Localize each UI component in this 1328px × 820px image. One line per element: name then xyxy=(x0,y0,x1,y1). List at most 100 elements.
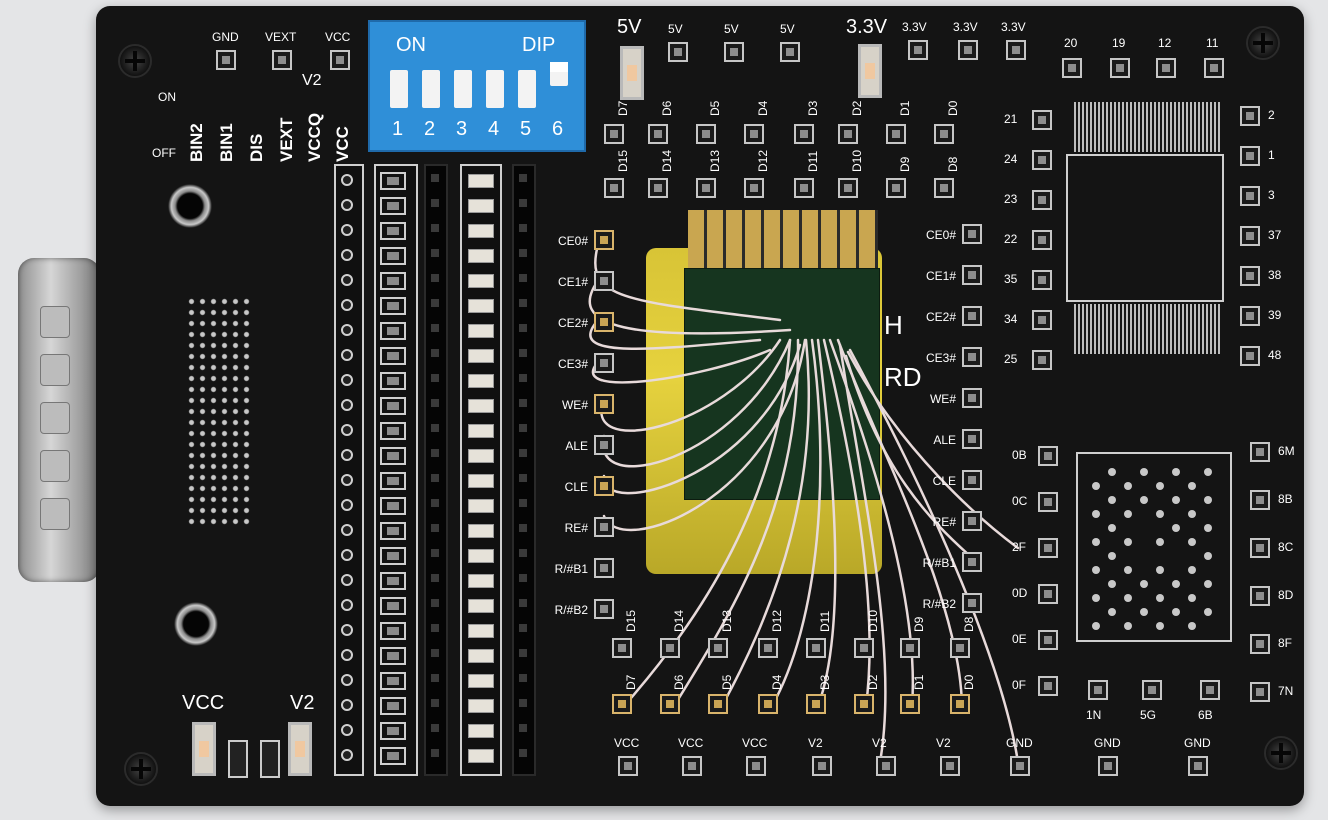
pad[interactable] xyxy=(594,558,614,578)
dip-toggle-6[interactable] xyxy=(550,62,568,86)
pad[interactable] xyxy=(594,435,614,455)
pad[interactable] xyxy=(594,517,614,537)
pad[interactable] xyxy=(908,40,928,60)
pad[interactable] xyxy=(806,694,826,714)
pad[interactable] xyxy=(854,638,874,658)
pad[interactable] xyxy=(612,638,632,658)
pad[interactable] xyxy=(1250,442,1270,462)
pad[interactable] xyxy=(1088,680,1108,700)
pad[interactable] xyxy=(758,694,778,714)
pad[interactable] xyxy=(594,271,614,291)
pad[interactable] xyxy=(1250,634,1270,654)
dip-toggle-5[interactable] xyxy=(518,70,536,108)
pad[interactable] xyxy=(1188,756,1208,776)
pad[interactable] xyxy=(604,124,624,144)
pad[interactable] xyxy=(696,178,716,198)
pad[interactable] xyxy=(962,265,982,285)
pad[interactable] xyxy=(1032,350,1052,370)
dip-toggle-3[interactable] xyxy=(454,70,472,108)
pad[interactable] xyxy=(594,230,614,250)
pad[interactable] xyxy=(1142,680,1162,700)
pad[interactable] xyxy=(1200,680,1220,700)
pad[interactable] xyxy=(1032,150,1052,170)
pad[interactable] xyxy=(660,694,680,714)
pad[interactable] xyxy=(1098,756,1118,776)
pad[interactable] xyxy=(594,476,614,496)
pad[interactable] xyxy=(1240,266,1260,286)
pad[interactable] xyxy=(962,388,982,408)
pad[interactable] xyxy=(612,694,632,714)
pad[interactable] xyxy=(1010,756,1030,776)
pad[interactable] xyxy=(962,511,982,531)
pad[interactable] xyxy=(962,429,982,449)
pad[interactable] xyxy=(1032,270,1052,290)
pad[interactable] xyxy=(1240,186,1260,206)
pad[interactable] xyxy=(682,756,702,776)
pad[interactable] xyxy=(900,638,920,658)
pad[interactable] xyxy=(1032,230,1052,250)
pad[interactable] xyxy=(1240,306,1260,326)
pad[interactable] xyxy=(594,599,614,619)
pad[interactable] xyxy=(744,124,764,144)
pad[interactable] xyxy=(1038,446,1058,466)
dip-toggle-2[interactable] xyxy=(422,70,440,108)
pad[interactable] xyxy=(696,124,716,144)
pad[interactable] xyxy=(744,178,764,198)
pad[interactable] xyxy=(1204,58,1224,78)
pad[interactable] xyxy=(950,638,970,658)
pad[interactable] xyxy=(1240,226,1260,246)
pad[interactable] xyxy=(934,178,954,198)
pad[interactable] xyxy=(962,593,982,613)
pad[interactable] xyxy=(1032,310,1052,330)
pad[interactable] xyxy=(1038,676,1058,696)
pad[interactable] xyxy=(962,347,982,367)
dip-switch[interactable]: ON DIP 1 2 3 4 5 6 xyxy=(368,20,586,152)
pad[interactable] xyxy=(594,394,614,414)
pad[interactable] xyxy=(1032,190,1052,210)
pad[interactable] xyxy=(962,306,982,326)
pad[interactable] xyxy=(886,178,906,198)
pad[interactable] xyxy=(1006,40,1026,60)
pad[interactable] xyxy=(758,638,778,658)
pad[interactable] xyxy=(746,756,766,776)
pad[interactable] xyxy=(1038,630,1058,650)
pad[interactable] xyxy=(594,312,614,332)
pad[interactable] xyxy=(780,42,800,62)
pad[interactable] xyxy=(962,552,982,572)
pad[interactable] xyxy=(838,124,858,144)
pad[interactable] xyxy=(876,756,896,776)
pad[interactable] xyxy=(330,50,350,70)
pad[interactable] xyxy=(1250,538,1270,558)
pad[interactable] xyxy=(1038,538,1058,558)
pad[interactable] xyxy=(594,353,614,373)
pad[interactable] xyxy=(812,756,832,776)
pad[interactable] xyxy=(648,124,668,144)
pad[interactable] xyxy=(940,756,960,776)
pad[interactable] xyxy=(708,694,728,714)
pad[interactable] xyxy=(272,50,292,70)
pad[interactable] xyxy=(950,694,970,714)
pad[interactable] xyxy=(958,40,978,60)
pad[interactable] xyxy=(1032,110,1052,130)
pad[interactable] xyxy=(648,178,668,198)
pad[interactable] xyxy=(1250,682,1270,702)
dip-toggle-4[interactable] xyxy=(486,70,504,108)
pad[interactable] xyxy=(618,756,638,776)
pad[interactable] xyxy=(1250,490,1270,510)
pad[interactable] xyxy=(1240,146,1260,166)
pad[interactable] xyxy=(1240,346,1260,366)
pad[interactable] xyxy=(962,224,982,244)
pad[interactable] xyxy=(604,178,624,198)
pad[interactable] xyxy=(1240,106,1260,126)
pad[interactable] xyxy=(838,178,858,198)
pad[interactable] xyxy=(900,694,920,714)
dip-toggle-1[interactable] xyxy=(390,70,408,108)
pad[interactable] xyxy=(806,638,826,658)
pad[interactable] xyxy=(962,470,982,490)
pad[interactable] xyxy=(724,42,744,62)
pad[interactable] xyxy=(854,694,874,714)
pad[interactable] xyxy=(934,124,954,144)
pad[interactable] xyxy=(708,638,728,658)
pad[interactable] xyxy=(216,50,236,70)
pad[interactable] xyxy=(668,42,688,62)
